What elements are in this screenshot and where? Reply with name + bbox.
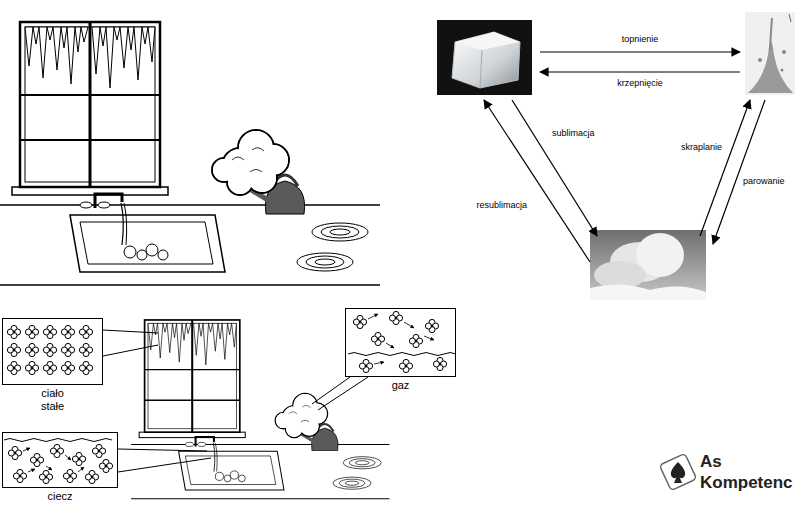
state-label: ciało stałe — [32, 387, 74, 413]
solid-molecules — [7, 325, 92, 374]
process-label: sublimacja — [552, 128, 595, 138]
process-label: skraplanie — [681, 142, 722, 152]
process-label: parowanie — [743, 176, 785, 186]
gas-molecules — [348, 311, 456, 372]
molecule-inset: ciało stałe — [2, 318, 103, 385]
logo-text: Kompetenc — [700, 473, 793, 493]
ice-photo — [437, 20, 532, 95]
state-label: ciecz — [30, 490, 90, 503]
liquid-molecules — [4, 439, 113, 484]
cloud-photo — [590, 230, 706, 300]
process-label: resublimacja — [476, 200, 527, 210]
logo-text: As — [700, 452, 722, 472]
kitchen-scene — [0, 22, 380, 285]
water-photo — [745, 12, 795, 95]
process-label: krzepnięcie — [617, 78, 663, 88]
cycle-arrows — [484, 52, 765, 262]
kitchen-scene-small — [131, 320, 389, 499]
molecule-inset: ciecz — [2, 432, 118, 488]
molecule-inset: gaz — [345, 308, 456, 377]
logo-icon — [659, 453, 696, 490]
leader-lines — [103, 330, 368, 472]
state-label: gaz — [371, 379, 431, 392]
process-label: topnienie — [622, 34, 659, 44]
